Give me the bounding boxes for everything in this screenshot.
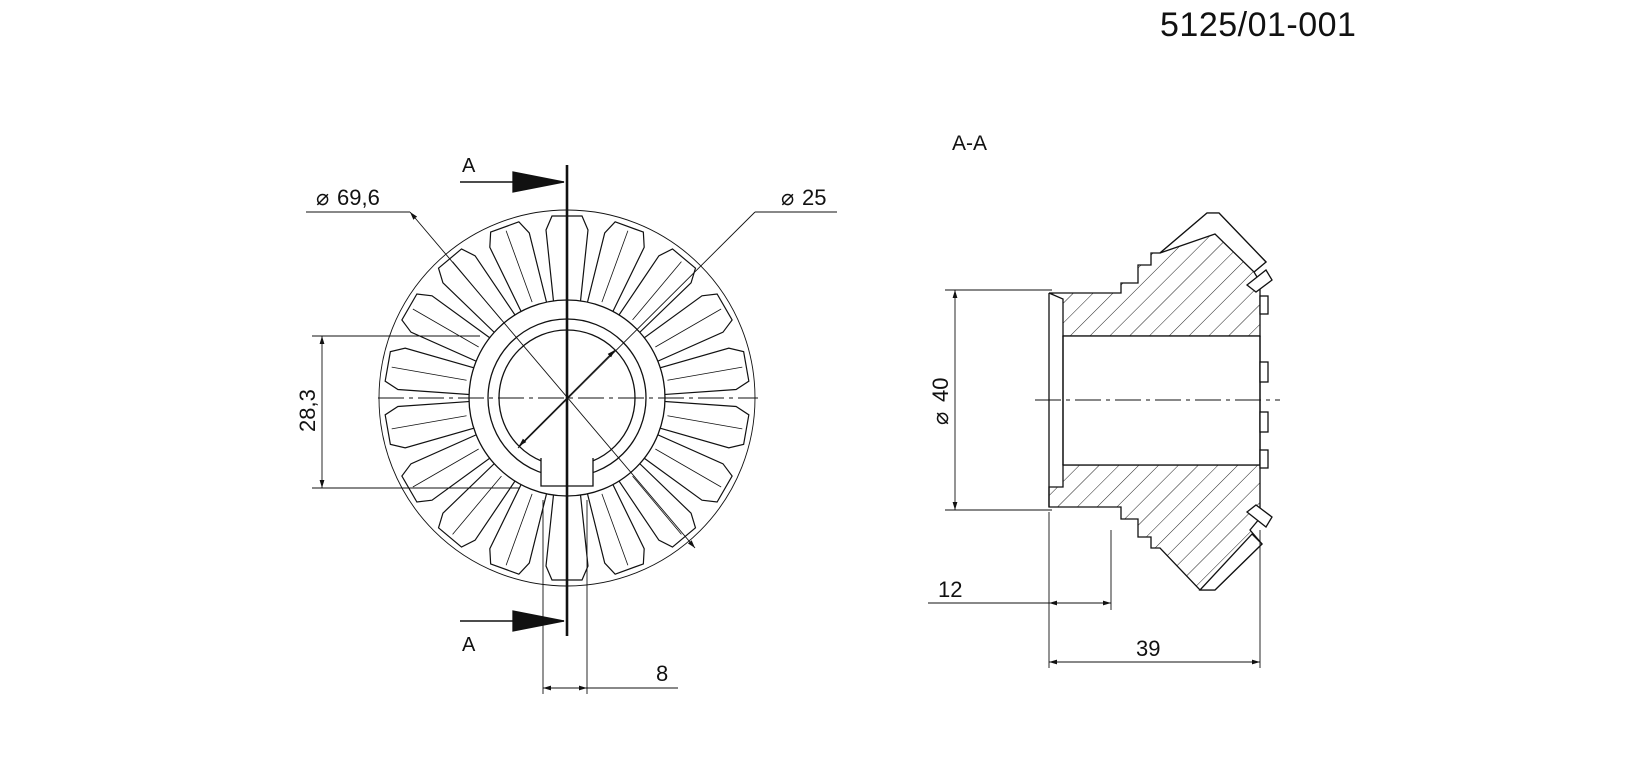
outer-diameter-symbol: ⌀ xyxy=(316,185,329,210)
section-tooth-top xyxy=(1159,212,1267,273)
cut-mark-bottom-label: A xyxy=(462,634,476,656)
section-dimensions xyxy=(928,289,1261,668)
bore-diameter-symbol: ⌀ xyxy=(781,185,794,210)
bore-diameter-value: 25 xyxy=(802,185,826,210)
front-view xyxy=(378,165,758,636)
section-bore xyxy=(1062,335,1261,466)
section-label: A-A xyxy=(952,132,987,155)
front-view-texts: A A ⌀ 69,6 ⌀ 25 28,3 8 xyxy=(295,155,826,686)
cut-arrow-bottom-head xyxy=(512,610,565,632)
hub-length-value: 12 xyxy=(938,577,962,602)
outer-diameter-value: 69,6 xyxy=(337,185,380,210)
section-view xyxy=(1035,212,1280,591)
front-view-dimensions xyxy=(306,211,837,694)
section-texts: A-A ⌀ 40 12 39 xyxy=(928,132,1160,661)
bore-diameter-arrow-line xyxy=(518,349,616,447)
section-tooth-bottom xyxy=(1198,533,1263,591)
drawing-number: 5125/01-001 xyxy=(1160,6,1357,44)
key-height-value: 28,3 xyxy=(295,389,320,432)
hub-diameter-symbol: ⌀ xyxy=(928,412,953,425)
cut-arrow-top-head xyxy=(512,171,565,193)
section-tooth-marks xyxy=(1245,269,1273,528)
total-length-value: 39 xyxy=(1136,636,1160,661)
hub-diameter-value: 40 xyxy=(928,378,953,402)
cut-mark-top-label: A xyxy=(462,155,476,177)
key-width-value: 8 xyxy=(656,661,668,686)
